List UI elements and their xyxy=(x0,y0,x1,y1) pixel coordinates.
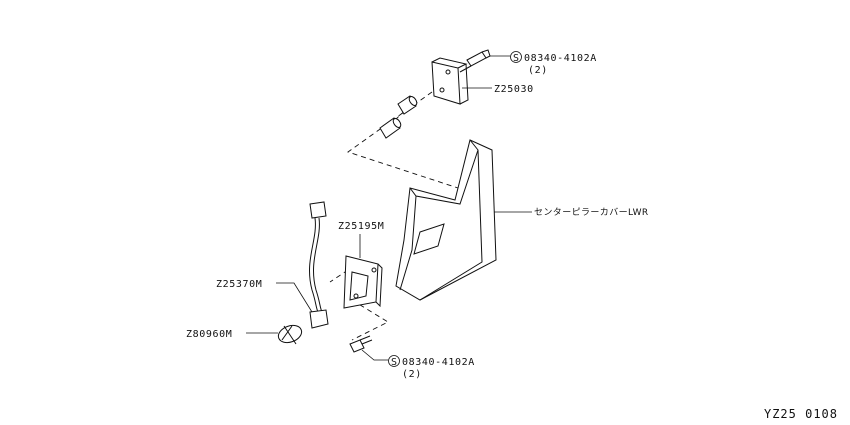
callout-bracket-part: Z25030 xyxy=(494,84,534,95)
assembly-dash-top xyxy=(347,91,459,189)
figure-code: YZ25 0108 xyxy=(764,407,838,421)
callout-screw-top-symbol: S xyxy=(513,53,520,64)
center-pillar-cover xyxy=(395,139,497,301)
callout-cable-part: Z25370M xyxy=(216,279,262,290)
leader-screw-bottom xyxy=(361,349,388,361)
cap xyxy=(277,324,303,345)
callout-screw-bottom-symbol: S xyxy=(391,357,398,368)
assembly-dash-mid xyxy=(394,105,411,121)
spacer-upper xyxy=(397,95,418,115)
callout-screw-top-qty: (2) xyxy=(528,65,548,76)
callout-screw-bottom-part: 08340-4102A xyxy=(402,357,475,368)
garnish xyxy=(343,255,383,309)
callout-garnish-part: Z25195M xyxy=(338,221,384,232)
symbol-circle-bottom xyxy=(388,355,400,367)
bracket xyxy=(431,57,469,105)
cable xyxy=(308,201,329,329)
leader-cable xyxy=(276,282,313,313)
callout-cover-part: センターピラーカバーLWR xyxy=(534,207,649,218)
screw-bottom xyxy=(349,335,373,353)
callout-screw-top-part: 08340-4102A xyxy=(524,53,597,64)
spacer-lower xyxy=(379,117,402,139)
symbol-circle-top xyxy=(510,51,522,63)
callout-cap-part: Z80960M xyxy=(186,329,232,340)
assembly-dash-lower xyxy=(351,299,389,341)
callout-screw-bottom-qty: (2) xyxy=(402,369,422,380)
screw-top xyxy=(459,49,491,73)
